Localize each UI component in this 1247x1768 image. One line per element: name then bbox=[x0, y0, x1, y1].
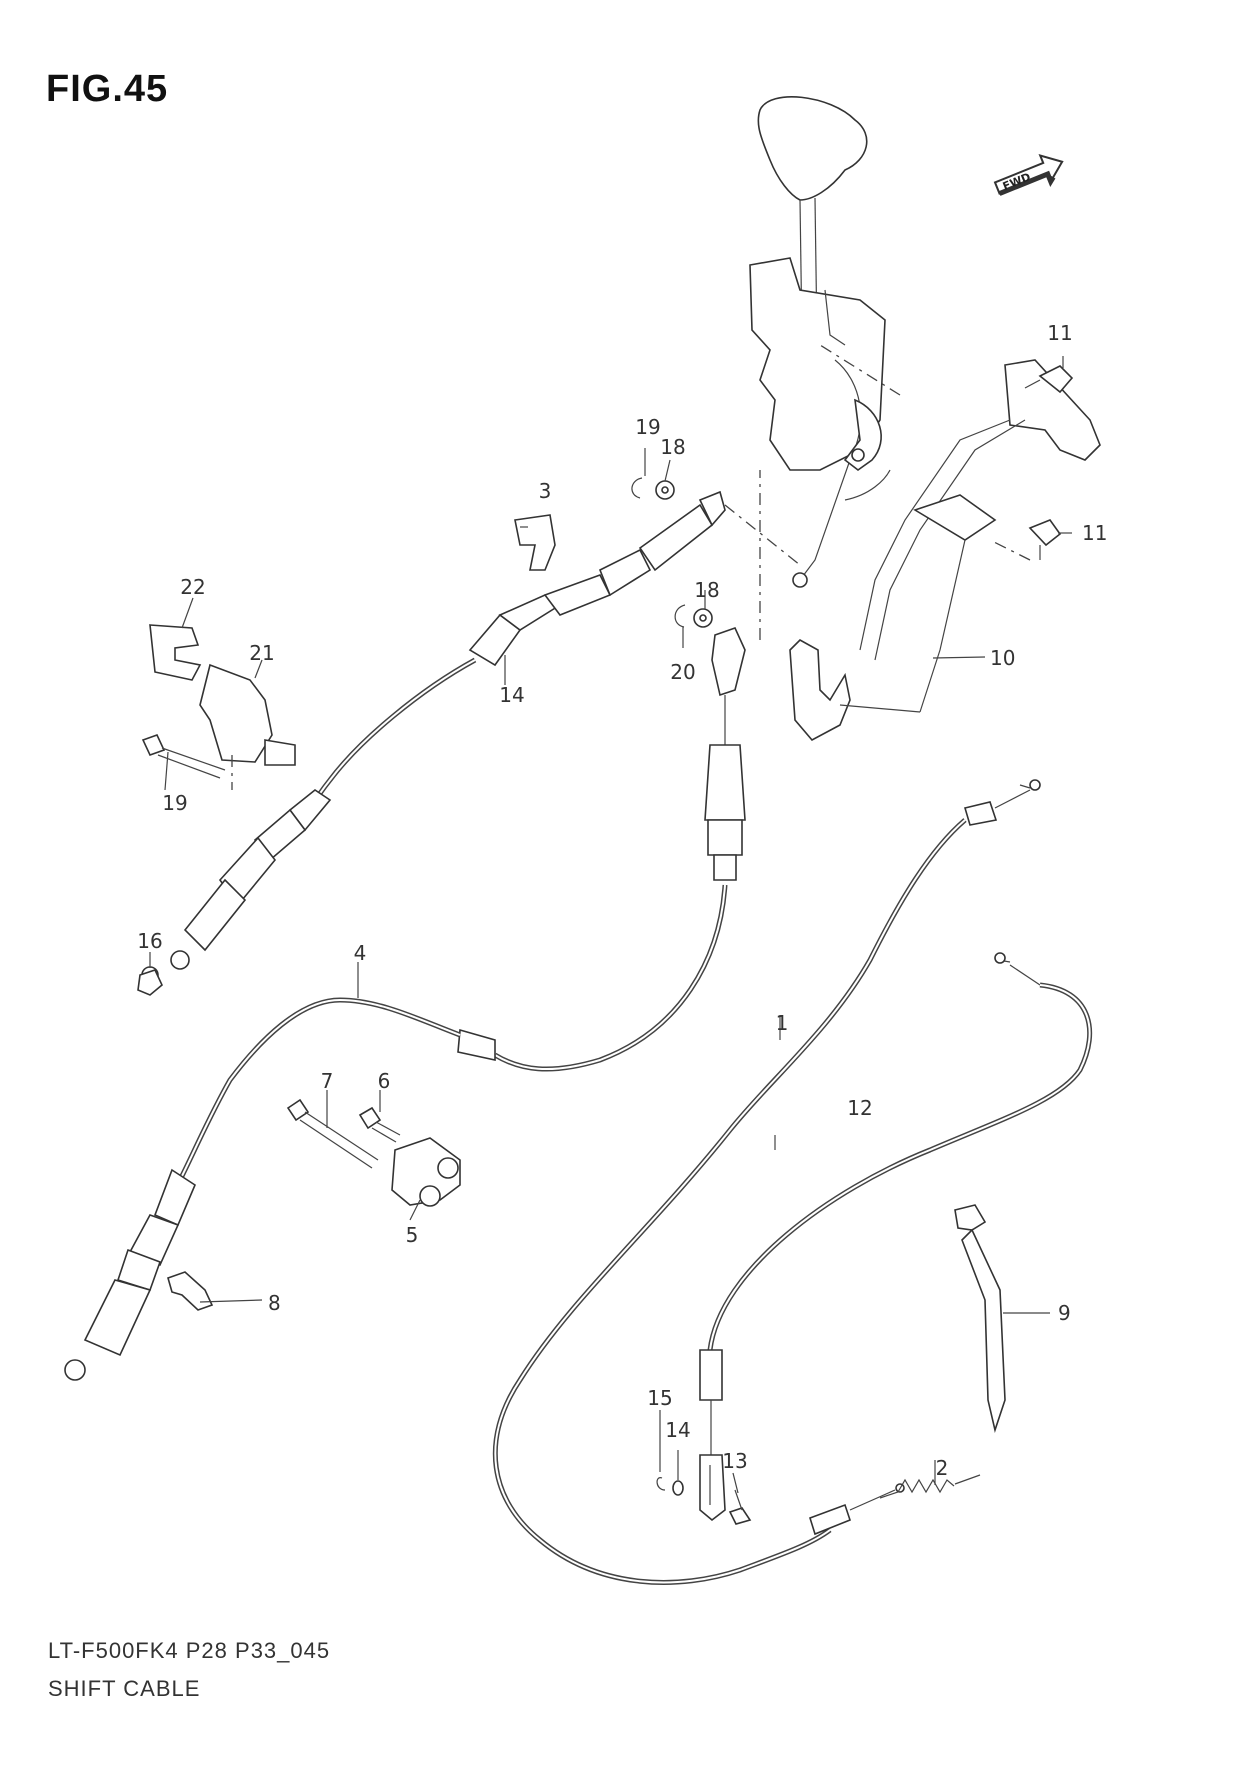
clevis-part-13 bbox=[699, 1454, 752, 1525]
shift-cable-part-4 bbox=[64, 884, 728, 1381]
callout-21: 22 bbox=[180, 575, 205, 599]
bolt-part-11-top bbox=[1024, 365, 1074, 394]
callout-15: 15 bbox=[647, 1386, 672, 1410]
callout-20: 21 bbox=[249, 641, 274, 665]
washer-part-14 bbox=[672, 1480, 684, 1496]
bolt-part-6 bbox=[358, 1106, 401, 1143]
shift-cable-part-16 bbox=[141, 490, 801, 984]
callout-1: 1 bbox=[776, 1011, 789, 1035]
bolt-part-7 bbox=[286, 1098, 379, 1169]
callout-2: 2 bbox=[936, 1456, 949, 1480]
shift-cable-lower-end bbox=[704, 470, 761, 881]
guide-part-21 bbox=[149, 624, 202, 681]
callout-5: 5 bbox=[406, 1223, 419, 1247]
pin-part-15 bbox=[656, 1477, 666, 1491]
bracket-part-20 bbox=[199, 663, 296, 766]
callout-22: 19 bbox=[162, 791, 187, 815]
clamp-part-8 bbox=[167, 1271, 214, 1311]
cable-holder-part-5 bbox=[391, 1137, 461, 1207]
callout-4: 4 bbox=[354, 941, 367, 965]
callout-3: 3 bbox=[539, 479, 552, 503]
nut-part-17 bbox=[137, 969, 163, 996]
fwd-label: FWD bbox=[1001, 170, 1033, 193]
spring-part-2 bbox=[879, 1474, 981, 1499]
cable-part-1 bbox=[492, 779, 1041, 1585]
callout-18-upper: 18 bbox=[660, 435, 685, 459]
callout-19-upper: 19 bbox=[635, 415, 660, 439]
figure-title: FIG.45 bbox=[46, 68, 169, 110]
e-ring-part-19-lower bbox=[674, 604, 686, 628]
callout-9: 9 bbox=[1058, 1301, 1071, 1325]
lever-bracket-part-10 bbox=[789, 344, 1101, 742]
callout-labels: 11 11 10 19 18 3 18 20 22 21 14 19 16 4 … bbox=[137, 321, 1107, 1480]
bolt-part-22 bbox=[141, 734, 233, 790]
callout-14: 14 bbox=[665, 1418, 690, 1442]
callout-7: 7 bbox=[321, 1069, 334, 1093]
callout-16: 14 bbox=[499, 683, 524, 707]
washer-part-18-upper bbox=[655, 480, 675, 500]
callout-8: 8 bbox=[268, 1291, 281, 1315]
clip-part-3 bbox=[514, 514, 556, 571]
leader-lines bbox=[149, 356, 1072, 1494]
washer-part-18-lower bbox=[693, 608, 713, 628]
callout-6: 6 bbox=[378, 1069, 391, 1093]
bolt-part-11-lower bbox=[989, 519, 1062, 561]
callout-12: 12 bbox=[847, 1096, 872, 1120]
callout-11-lower: 11 bbox=[1082, 521, 1107, 545]
shift-lever-assembly bbox=[749, 96, 891, 588]
model-code: LT-F500FK4 P28 P33_045 bbox=[48, 1638, 331, 1663]
fwd-arrow-icon: FWD bbox=[993, 153, 1064, 196]
callout-13: 13 bbox=[722, 1449, 747, 1473]
callout-17: 16 bbox=[137, 929, 162, 953]
cable-part-12 bbox=[699, 952, 1093, 1460]
callout-18-lower: 18 bbox=[694, 578, 719, 602]
callout-10: 10 bbox=[990, 646, 1015, 670]
callout-19-lower: 20 bbox=[670, 660, 695, 684]
callout-11-top: 11 bbox=[1047, 321, 1072, 345]
e-ring-part-19-upper bbox=[631, 477, 643, 499]
figure-name: SHIFT CABLE bbox=[48, 1676, 201, 1701]
cable-tie-part-9 bbox=[954, 1204, 1006, 1433]
